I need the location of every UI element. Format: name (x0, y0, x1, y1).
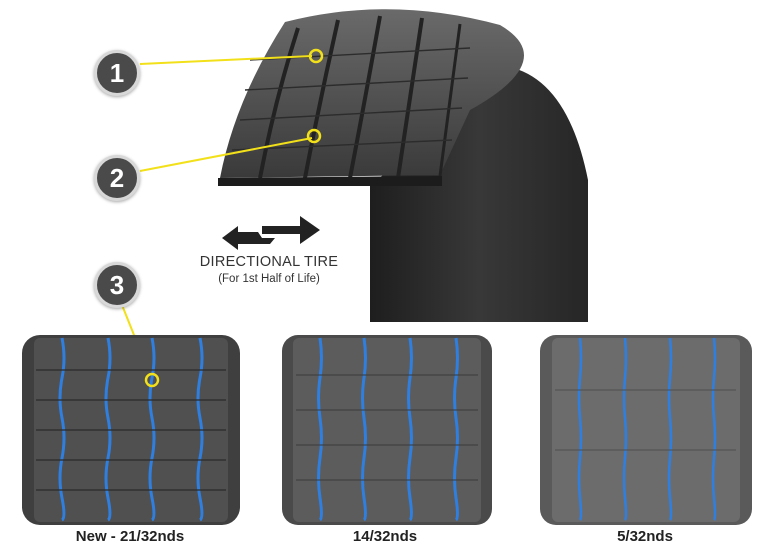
caption-new: New - 21/32nds (75, 528, 185, 545)
tire-tread-surface (220, 9, 524, 179)
directional-title: DIRECTIONAL TIRE (199, 254, 339, 270)
tread-panel-worn (540, 335, 752, 525)
marker-2 (306, 128, 322, 144)
directional-arrows-icon (222, 216, 320, 250)
marker-3 (144, 372, 160, 388)
callout-1: 1 (94, 50, 140, 96)
caption-mid: 14/32nds (352, 528, 418, 545)
marker-1 (308, 48, 324, 64)
leader-line-2 (139, 137, 313, 172)
callout-2: 2 (94, 155, 140, 201)
leader-line-1 (139, 55, 313, 65)
callout-3: 3 (94, 262, 140, 308)
directional-subtitle: (For 1st Half of Life) (218, 273, 320, 285)
tread-panel-mid (282, 335, 492, 525)
tread-panel-new (22, 335, 240, 525)
caption-worn: 5/32nds (617, 528, 673, 545)
